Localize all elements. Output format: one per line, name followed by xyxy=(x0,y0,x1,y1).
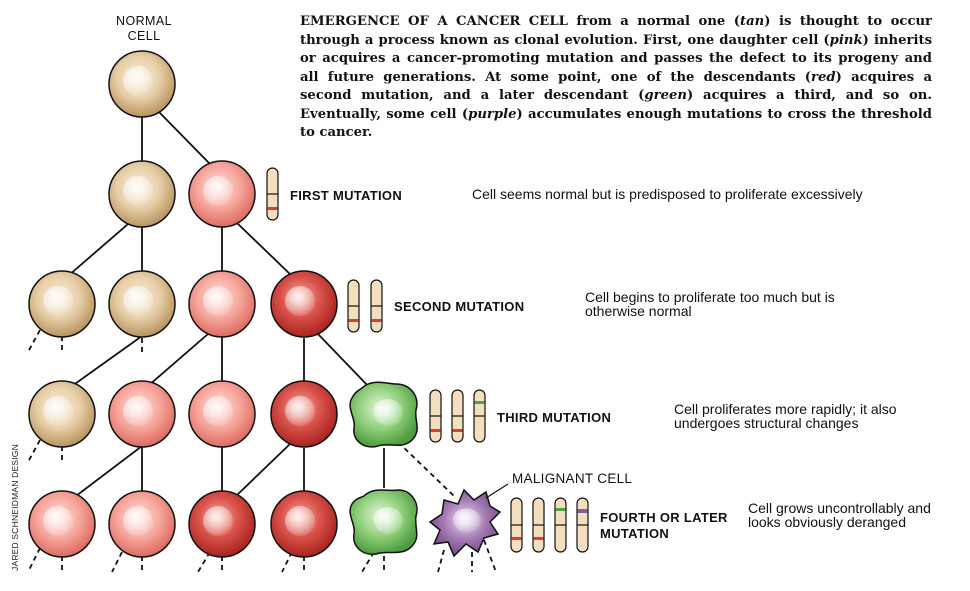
third-mutation-description: Cell proliferates more rapidly; it also … xyxy=(674,401,897,431)
caption-green: green xyxy=(644,88,687,103)
fourth-mutation-description: Cell grows uncontrollably and looks obvi… xyxy=(748,500,931,530)
first-mutation-description: Cell seems normal but is predisposed to … xyxy=(472,186,863,202)
cell-pink xyxy=(188,270,256,338)
chromosome-set-3 xyxy=(429,389,486,443)
cell-red xyxy=(270,380,338,448)
malignant-cell xyxy=(428,488,502,558)
cell-green xyxy=(349,381,418,448)
fourth-mutation-label: FOURTH OR LATER MUTATION xyxy=(600,510,728,541)
continuation-dashes xyxy=(27,329,497,573)
cell-red xyxy=(188,490,256,558)
cell-tan xyxy=(28,380,96,448)
caption-red: red xyxy=(811,69,836,85)
caption-text: ) acquires a third, and so on. Eventuall… xyxy=(300,88,932,122)
second-mutation-label: SECOND MUTATION xyxy=(394,299,525,314)
second-mutation-description: Cell begins to proliferate too much but … xyxy=(585,289,835,319)
chromosome-set-4 xyxy=(510,497,589,553)
caption-text: ) inherits or acquires a cancer-promotin… xyxy=(300,32,932,85)
malignant-cell-label: MALIGNANT CELL xyxy=(512,471,633,486)
chromosome-set-1 xyxy=(266,167,279,221)
caption-pink: pink xyxy=(829,32,863,48)
cell-pink xyxy=(108,490,176,558)
cell-pink xyxy=(188,160,256,228)
caption-purple: purple xyxy=(468,106,517,122)
cell-tan xyxy=(108,270,176,338)
caption-text: ) is thought to occur through a process … xyxy=(300,14,933,48)
cell-red xyxy=(270,490,338,558)
cell-green xyxy=(349,489,418,555)
cell-tan xyxy=(108,160,176,228)
figure-caption: EMERGENCE OF A CANCER CELL from a normal… xyxy=(300,13,932,143)
chromosome-set-2 xyxy=(347,279,383,333)
cell-normal-root xyxy=(108,50,176,118)
caption-tan: tan xyxy=(740,14,765,29)
lineage-lines xyxy=(67,110,385,497)
caption-lead: EMERGENCE OF A CANCER CELL xyxy=(300,14,568,29)
cell-red xyxy=(270,270,338,338)
caption-text: ) accumulates enough mutations to cross … xyxy=(300,106,932,141)
cell-pink xyxy=(28,490,96,558)
third-mutation-label: THIRD MUTATION xyxy=(497,410,612,425)
caption-text: ) acquires a second mutation, and a late… xyxy=(300,69,932,104)
malignant-pointer xyxy=(485,483,509,499)
cell-tan xyxy=(28,270,96,338)
caption-text: from a normal one ( xyxy=(567,14,740,29)
first-mutation-label: FIRST MUTATION xyxy=(290,188,403,203)
cell-pink xyxy=(188,380,256,448)
artist-credit: JARED SCHNEIDMAN DESIGN xyxy=(10,444,20,571)
cell-pink xyxy=(108,380,176,448)
normal-cell-label: NORMAL CELL xyxy=(116,14,172,43)
